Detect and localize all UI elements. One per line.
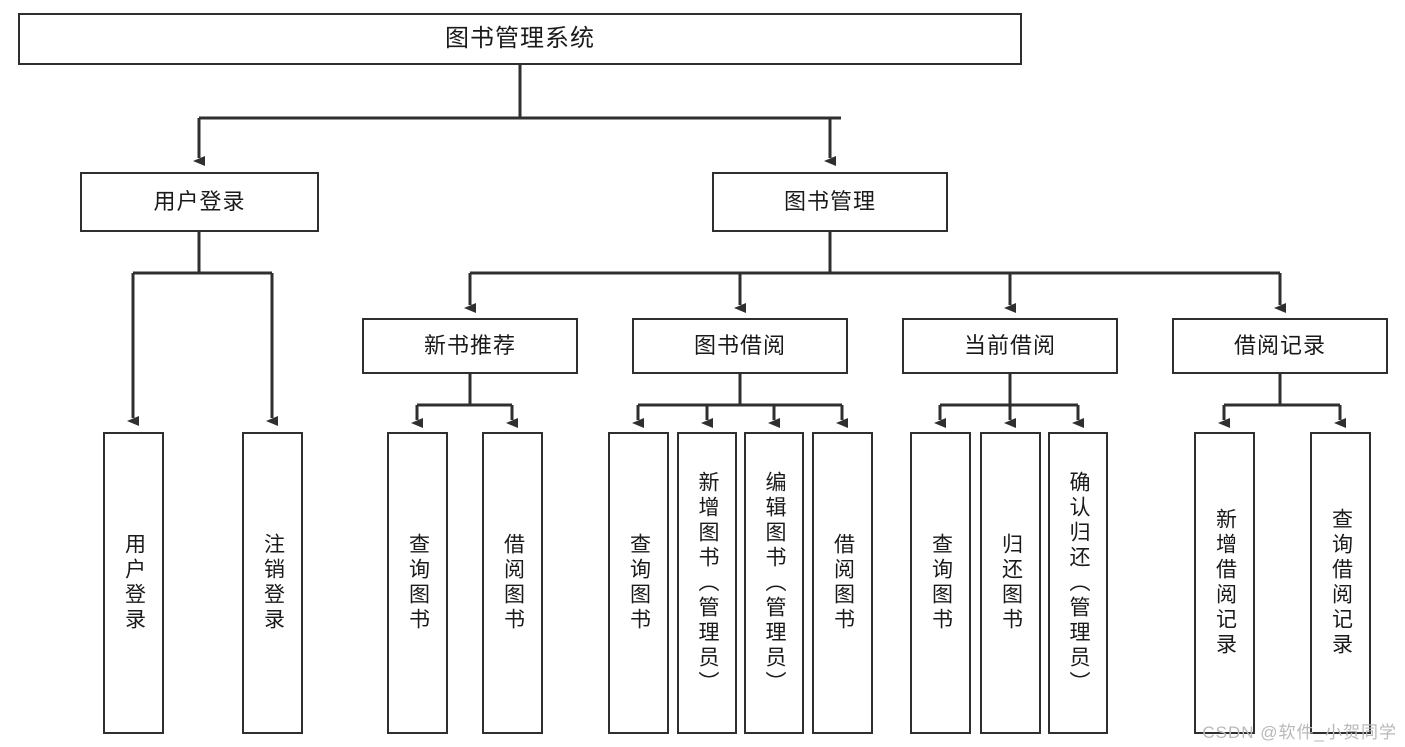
node-leaf-borrow-book-1[interactable]: 借阅图书	[482, 432, 543, 734]
node-new-book-rec[interactable]: 新书推荐	[362, 318, 578, 374]
node-leaf-borrow-book-2-label: 借阅图书	[831, 533, 855, 633]
node-leaf-logout-label: 注销登录	[261, 533, 285, 633]
node-leaf-return-book-label: 归还图书	[999, 533, 1023, 633]
node-leaf-add-record-label: 新增借阅记录	[1213, 508, 1237, 658]
node-book-manage-label: 图书管理	[783, 188, 876, 214]
node-new-book-rec-label: 新书推荐	[423, 332, 516, 358]
node-leaf-query-book-1[interactable]: 查询图书	[387, 432, 448, 734]
node-borrow-record-label: 借阅记录	[1233, 332, 1326, 358]
node-leaf-borrow-book-2[interactable]: 借阅图书	[812, 432, 873, 734]
node-leaf-query-book-2-label: 查询图书	[627, 533, 651, 633]
node-leaf-query-book-2[interactable]: 查询图书	[608, 432, 669, 734]
node-leaf-user-login[interactable]: 用户登录	[103, 432, 164, 734]
node-leaf-query-book-1-label: 查询图书	[406, 533, 430, 633]
node-current-borrow-label: 当前借阅	[963, 332, 1056, 358]
node-leaf-add-record[interactable]: 新增借阅记录	[1194, 432, 1255, 734]
node-current-borrow[interactable]: 当前借阅	[902, 318, 1118, 374]
node-root-label: 图书管理系统	[445, 24, 595, 52]
node-leaf-add-book-label: 新增图书（管理员）	[696, 470, 720, 696]
node-leaf-user-login-label: 用户登录	[122, 533, 146, 633]
node-leaf-query-record-label: 查询借阅记录	[1329, 508, 1353, 658]
node-leaf-edit-book[interactable]: 编辑图书（管理员）	[744, 432, 804, 734]
node-leaf-query-book-3-label: 查询图书	[929, 533, 953, 633]
node-leaf-borrow-book-1-label: 借阅图书	[501, 533, 525, 633]
node-leaf-confirm-return[interactable]: 确认归还（管理员）	[1048, 432, 1108, 734]
node-leaf-confirm-return-label: 确认归还（管理员）	[1067, 470, 1091, 696]
watermark: CSDN @软件_小贺同学	[1202, 723, 1397, 742]
node-book-borrow[interactable]: 图书借阅	[632, 318, 848, 374]
node-leaf-logout[interactable]: 注销登录	[242, 432, 303, 734]
node-book-manage[interactable]: 图书管理	[712, 172, 948, 232]
node-root[interactable]: 图书管理系统	[18, 13, 1022, 65]
node-leaf-add-book[interactable]: 新增图书（管理员）	[677, 432, 737, 734]
node-user-login[interactable]: 用户登录	[80, 172, 319, 232]
node-leaf-query-book-3[interactable]: 查询图书	[910, 432, 971, 734]
node-user-login-label: 用户登录	[153, 188, 246, 214]
node-leaf-query-record[interactable]: 查询借阅记录	[1310, 432, 1371, 734]
node-leaf-return-book[interactable]: 归还图书	[980, 432, 1041, 734]
node-leaf-edit-book-label: 编辑图书（管理员）	[763, 470, 787, 696]
node-book-borrow-label: 图书借阅	[693, 332, 786, 358]
node-borrow-record[interactable]: 借阅记录	[1172, 318, 1388, 374]
